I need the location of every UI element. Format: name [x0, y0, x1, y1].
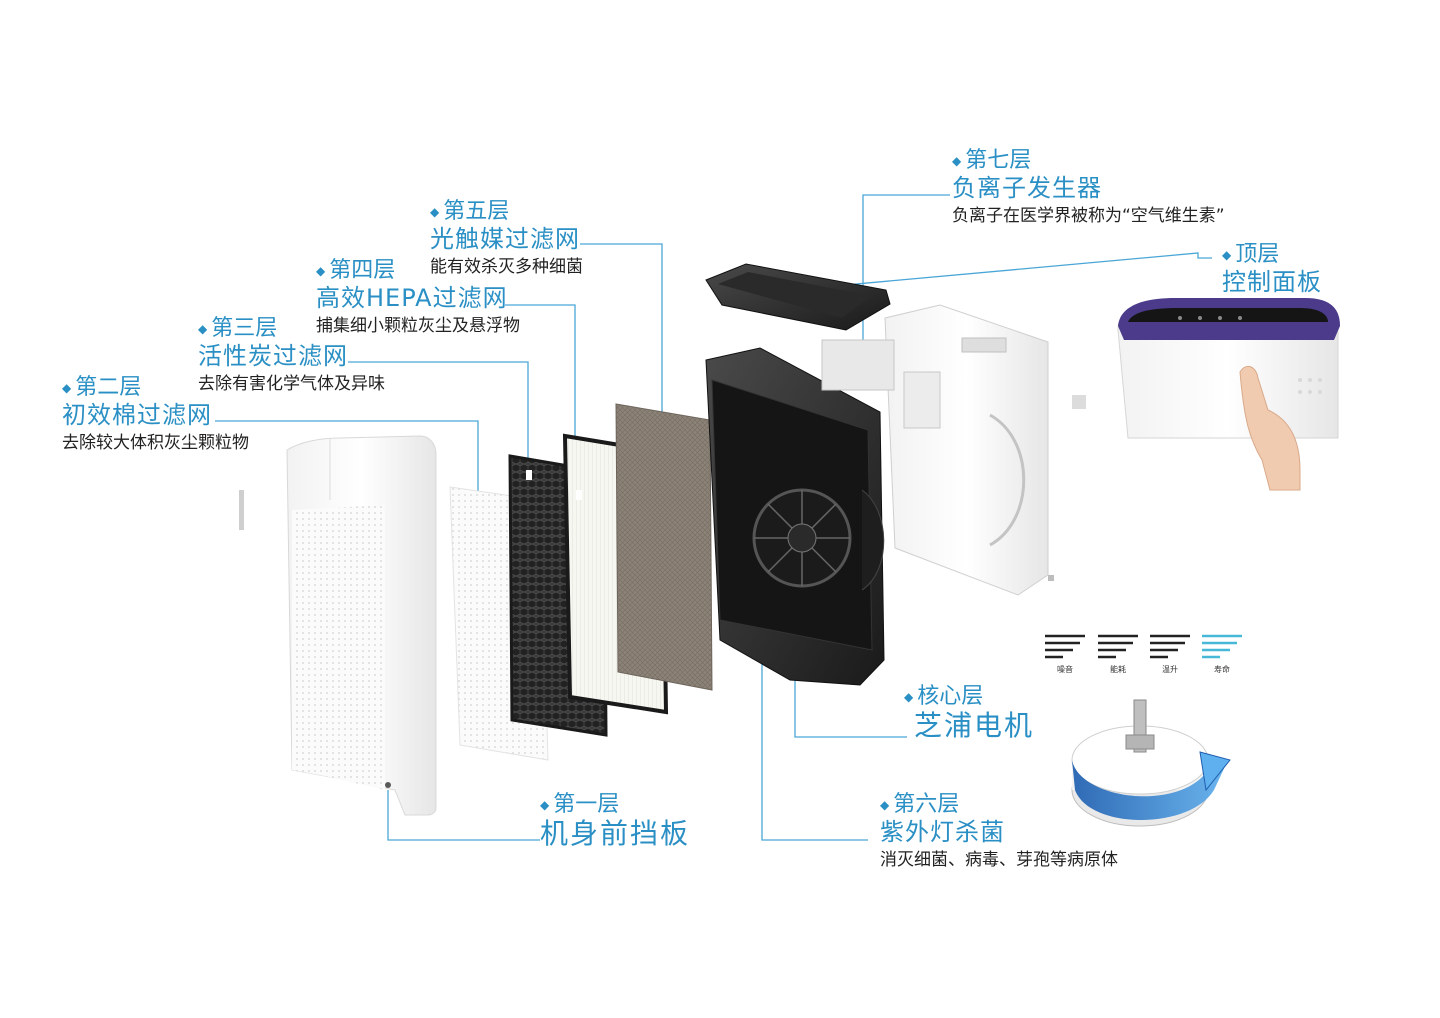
- top-layer-number: 顶层: [1235, 242, 1280, 267]
- top-layer-label: ◆顶层 控制面板: [1222, 242, 1322, 296]
- feature-noise-label: 噪音: [1057, 665, 1073, 674]
- control-panel-illustration: [1117, 298, 1340, 491]
- layer7-desc: 负离子在医学界被称为“空气维生素”: [952, 206, 1225, 226]
- layer5-desc: 能有效杀灭多种细菌: [430, 257, 583, 277]
- layer3-label: ◆第三层 活性炭过滤网 去除有害化学气体及异味: [198, 316, 385, 394]
- layer4-name: 高效HEPA过滤网: [316, 284, 508, 312]
- layer5-name: 光触媒过滤网: [430, 225, 580, 253]
- layer2-label: ◆第二层 初效棉过滤网 去除较大体积灰尘颗粒物: [62, 375, 249, 453]
- motor-feature-icons: [1045, 634, 1242, 659]
- layer1-label: ◆第一层 机身前挡板: [540, 792, 691, 850]
- layer7-number: 第七层: [965, 148, 1032, 173]
- layer6-desc: 消灭细菌、病毒、芽孢等病原体: [880, 850, 1118, 870]
- layer4-number: 第四层: [329, 258, 396, 283]
- photocatalyst-filter-illustration: [615, 403, 713, 691]
- layer6-name: 紫外灯杀菌: [880, 818, 1005, 846]
- top-layer-name: 控制面板: [1222, 268, 1322, 296]
- layer4-desc: 捕集细小颗粒灰尘及悬浮物: [316, 316, 520, 336]
- feature-temp-label: 温升: [1162, 665, 1178, 674]
- layer7-name: 负离子发生器: [952, 174, 1102, 202]
- layer2-name: 初效棉过滤网: [62, 401, 212, 429]
- core-layer-number: 核心层: [917, 684, 984, 709]
- feature-life-label: 寿命: [1214, 665, 1230, 674]
- layer2-desc: 去除较大体积灰尘颗粒物: [62, 433, 249, 453]
- layer1-number: 第一层: [553, 792, 620, 817]
- layer6-label: ◆第六层 紫外灯杀菌 消灭细菌、病毒、芽孢等病原体: [880, 792, 1118, 870]
- layer3-number: 第三层: [211, 316, 278, 341]
- layer1-name: 机身前挡板: [540, 817, 691, 850]
- core-layer-name: 芝浦电机: [914, 709, 1035, 742]
- front-panel-illustration: [286, 435, 437, 816]
- top-lid-illustration: [705, 263, 891, 331]
- layer5-label: ◆第五层 光触媒过滤网 能有效杀灭多种细菌: [430, 199, 583, 277]
- feature-energy-label: 能耗: [1110, 665, 1126, 674]
- layer7-label: ◆第七层 负离子发生器 负离子在医学界被称为“空气维生素”: [952, 148, 1225, 226]
- layer3-desc: 去除有害化学气体及异味: [198, 374, 385, 394]
- layer5-number: 第五层: [443, 199, 510, 224]
- core-layer-label: ◆核心层 芝浦电机: [904, 684, 1035, 742]
- layer6-number: 第六层: [893, 792, 960, 817]
- layer3-name: 活性炭过滤网: [198, 342, 348, 370]
- core-housing-illustration: [705, 347, 885, 686]
- back-shell-illustration: [821, 304, 1086, 596]
- layer2-number: 第二层: [75, 375, 142, 400]
- layer4-label: ◆第四层 高效HEPA过滤网 捕集细小颗粒灰尘及悬浮物: [316, 258, 520, 336]
- motor-illustration: [1071, 699, 1231, 827]
